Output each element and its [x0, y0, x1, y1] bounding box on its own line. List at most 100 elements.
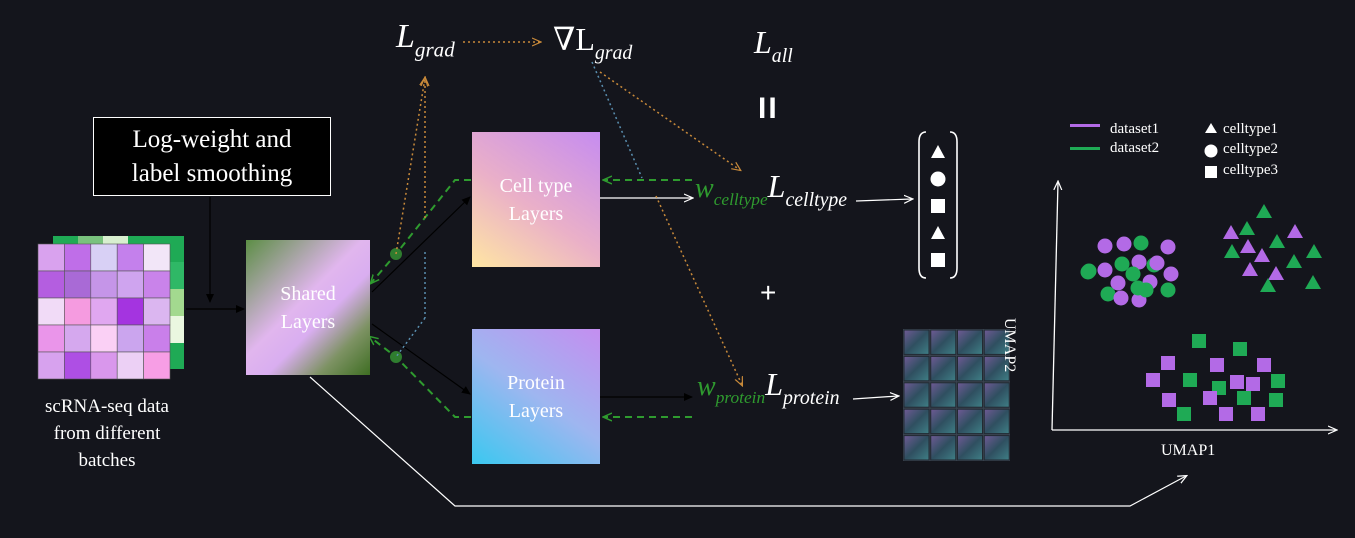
umap-point-celltype2: [1116, 236, 1132, 252]
l-celltype: L: [767, 168, 786, 204]
protein-cell: [957, 435, 983, 461]
umap-point-celltype1: [1254, 248, 1270, 262]
umap-point-celltype1: [1287, 224, 1303, 238]
protein-cell: [957, 408, 983, 435]
umap-point-celltype1: [1260, 278, 1276, 292]
umap-point-celltype2: [1113, 290, 1129, 306]
umap-point-celltype3: [1203, 391, 1217, 405]
umap-point-celltype1: [1306, 244, 1322, 258]
umap-point-celltype2: [1110, 275, 1126, 291]
umap-point-celltype1: [1305, 275, 1321, 289]
protein-cell: [983, 382, 1010, 408]
umap-point-celltype1: [1224, 244, 1240, 258]
protein-cell: [957, 382, 983, 408]
note-line2: label smoothing: [131, 159, 293, 187]
matrix-cell: [143, 243, 171, 272]
protein-cell: [983, 329, 1010, 355]
umap-point-celltype2: [1100, 286, 1116, 302]
protein-loss-arrow: [852, 396, 898, 399]
umap-point-celltype2: [1097, 262, 1113, 278]
legend-dataset1-line: [1070, 124, 1100, 127]
circle-icon: [930, 171, 946, 187]
umap-point-celltype3: [1246, 377, 1260, 391]
input-label-line3: batches: [78, 450, 136, 471]
legend-dataset1: dataset1: [1110, 121, 1160, 137]
umap-point-celltype2: [1160, 239, 1176, 255]
matrix-cell: [37, 270, 65, 299]
umap-point-celltype3: [1177, 407, 1191, 421]
protein-cell: [903, 329, 930, 355]
legend-triangle-icon: [1205, 123, 1217, 133]
legend-celltype3: celltype3: [1223, 162, 1278, 178]
umap-point-celltype2: [1149, 255, 1165, 271]
umap-point-celltype2: [1081, 263, 1097, 279]
matrix-cell: [116, 351, 144, 380]
loss-celltype: wcelltypeLcelltype: [695, 168, 848, 211]
triangle-icon: [931, 145, 945, 158]
legend-celltype1: celltype1: [1223, 121, 1278, 137]
legend-dataset2: dataset2: [1110, 140, 1160, 156]
protein-cell: [930, 435, 957, 461]
shared-to-protein: [371, 323, 471, 395]
loss-grad: Lgrad: [396, 18, 455, 62]
umap-point-celltype3: [1219, 407, 1233, 421]
loss-equals: II: [758, 92, 779, 125]
protein-cell: [930, 408, 957, 435]
matrix-cell: [64, 297, 92, 326]
umap-point-celltype1: [1239, 221, 1255, 235]
umap-point-celltype2: [1163, 266, 1179, 282]
loss-grad-nabla: ∇Lgrad: [553, 21, 633, 64]
protein-cell: [903, 355, 930, 382]
w-celltype: w: [695, 173, 714, 204]
square-icon: [931, 199, 945, 213]
umap-point-celltype3: [1233, 342, 1247, 356]
protein-cell: [930, 329, 957, 355]
umap-point-celltype3: [1192, 334, 1206, 348]
loss-all: Lall: [754, 24, 793, 67]
celltype-line2: Layers: [508, 202, 564, 225]
legend-circle-icon: [1204, 144, 1218, 158]
matrix-cell: [90, 351, 118, 380]
protein-cell: [903, 435, 930, 461]
umap-point-celltype1: [1268, 266, 1284, 280]
umap-point-celltype1: [1256, 204, 1272, 218]
umap-x-label: UMAP1: [1161, 442, 1216, 459]
input-label: scRNA-seq data from different batches: [22, 393, 192, 474]
protein-cell: [903, 382, 930, 408]
umap-point-celltype1: [1286, 254, 1302, 268]
matrix-cell: [143, 270, 171, 299]
umap-point-celltype3: [1230, 375, 1244, 389]
protein-cell: [983, 408, 1010, 435]
umap-legend: dataset1 dataset2 celltype1 celltype2 ce…: [1070, 121, 1340, 183]
legend-square-icon: [1205, 166, 1217, 178]
loss-protein: wproteinLprotein: [697, 366, 840, 409]
umap-point-celltype3: [1162, 393, 1176, 407]
umap-point-celltype2: [1114, 256, 1130, 272]
shared-to-celltype: [371, 196, 471, 293]
protein-cell: [903, 408, 930, 435]
matrix-cell: [37, 243, 65, 272]
matrix-cell: [90, 324, 118, 353]
umap-point-celltype3: [1251, 407, 1265, 421]
matrix-cell: [116, 297, 144, 326]
w-protein: w: [697, 371, 716, 402]
umap-y-axis: [1051, 182, 1058, 431]
umap-point-celltype2: [1160, 282, 1176, 298]
umap-point-celltype2: [1125, 266, 1141, 282]
legend-celltype2: celltype2: [1223, 141, 1278, 157]
protein-line2: Layers: [508, 399, 564, 422]
matrix-cell: [90, 270, 118, 299]
matrix-cell: [143, 351, 171, 380]
umap-point-celltype2: [1097, 238, 1113, 254]
protein-cell: [983, 355, 1010, 382]
umap-point-celltype1: [1240, 239, 1256, 253]
protein-output-grid: [903, 329, 1010, 461]
input-matrix: [37, 236, 184, 382]
celltype-loss-arrow: [855, 199, 912, 201]
protein-cell: [930, 382, 957, 408]
umap-point-celltype1: [1269, 234, 1285, 248]
